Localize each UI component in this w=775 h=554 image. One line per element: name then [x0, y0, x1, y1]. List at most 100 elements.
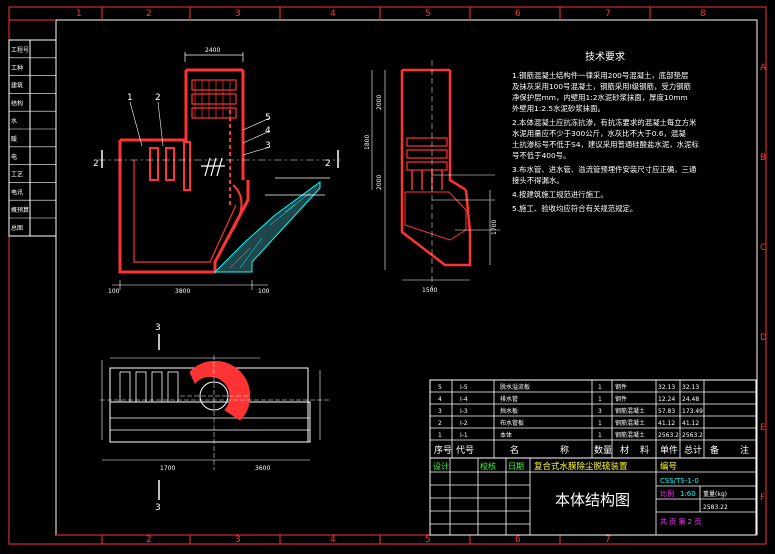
ruler-right-label: D [760, 333, 767, 343]
tech-line: 外壁用1:2.5水泥砂浆抹面。 [512, 104, 605, 113]
tech-line: 2.本体混凝土应抗冻抗渗，有抗冻要求的混凝土每立方米 [512, 118, 697, 127]
dimension-text: 2000 [376, 175, 383, 190]
part-callout: 2 [155, 93, 161, 103]
sign-row-label: 电讯 [11, 188, 23, 196]
bom-cell: I-5 [460, 384, 468, 391]
bom-cell: 2563.2 [682, 432, 703, 439]
bom-header-cell: 材 [620, 444, 629, 456]
ruler-top-label: 8 [700, 9, 706, 19]
sign-row-label: 结构 [11, 99, 23, 107]
bom-cell: I-1 [460, 432, 468, 439]
dimension-text: 2000 [376, 95, 383, 110]
top-ruler [9, 7, 651, 21]
part-callout: 3 [265, 141, 271, 151]
ruler-top-label: 1 [76, 9, 82, 19]
part-callout: 4 [265, 126, 271, 136]
drawing-title: 本体结构图 [555, 491, 630, 509]
drawing-no-label: 编号 [660, 461, 677, 472]
section-cut-mark: 2 [93, 159, 99, 169]
bom-cell: 57.83 [658, 408, 675, 415]
bom-cell: 32.13 [682, 384, 699, 391]
tech-line: 土抗渗标号不低于S4，建议采用普通硅酸盐水泥，水泥标 [512, 140, 699, 149]
sign-row-label: 概预算 [11, 206, 29, 214]
ruler-right-label: B [760, 153, 766, 163]
sign-row-label: 建筑 [11, 82, 23, 90]
dimension-text: 1500 [422, 287, 437, 294]
bom-header-cell: 注 [740, 444, 749, 456]
bom-cell: 排水管 [500, 395, 518, 403]
sign-row-label: 总图 [11, 224, 23, 232]
bom-cell: 钢筋混凝土 [615, 407, 645, 415]
tech-line: 4.按建筑施工规范进行施工。 [512, 190, 608, 199]
bom-table [429, 379, 757, 459]
ruler-bottom-label: 7 [605, 535, 611, 545]
section-cut-mark: 3 [155, 323, 161, 333]
bom-cell: 1 [438, 432, 442, 439]
dimension-text: 2400 [205, 47, 220, 54]
bom-cell: 2563.2 [658, 432, 679, 439]
project-name: 复合式水膜除尘脱硫装置 [534, 461, 628, 472]
title-row-label: 设计 [433, 461, 449, 471]
tech-title: 技术要求 [585, 50, 625, 63]
dimension-text: 3800 [175, 288, 190, 295]
dimension-text: 100 [108, 288, 120, 295]
ruler-top-label: 2 [146, 9, 152, 19]
sign-row-label: 暖 [11, 135, 17, 143]
bom-header-cell: 备 [710, 444, 719, 456]
dimension-text: 1700 [160, 465, 175, 472]
weight-label: 重量(kg) [703, 490, 727, 498]
tech-line: 5.施工、验收均应符合有关规范规定。 [512, 204, 637, 213]
section-cut-mark: 3 [155, 503, 161, 513]
ruler-top-label: 6 [515, 9, 521, 19]
tech-line: 1.钢筋混凝土结构件一律采用200号混凝土，底部垫层 [512, 71, 688, 80]
plan-view [100, 334, 330, 500]
ruler-bottom-label: 3 [235, 535, 241, 545]
bom-header-cell: 代号 [456, 445, 474, 456]
bom-cell: 脱水溢流板 [500, 383, 530, 391]
bom-header-cell: 总计 [684, 444, 702, 456]
ruler-bottom-label: 2 [146, 535, 152, 545]
bom-cell: 3 [598, 408, 602, 415]
dimension-text: 3600 [255, 465, 270, 472]
bom-cell: 钢件 [615, 383, 627, 391]
bom-cell: 4 [438, 396, 442, 403]
bom-cell: 3 [438, 408, 442, 415]
bom-cell: 2 [438, 420, 442, 427]
weight-value: 2583.22 [703, 504, 728, 511]
scale-value: 1:60 [680, 490, 696, 498]
tech-line: 接头不得漏水。 [512, 176, 564, 185]
bom-cell: 5 [438, 384, 442, 391]
title-row-label: 日期 [508, 462, 524, 471]
sign-row-label: 工种 [11, 64, 23, 72]
tech-line: 3.布水管、进水管、溢流管预埋件安装尺寸应正确，三通 [512, 165, 697, 174]
ruler-top-label: 3 [235, 9, 241, 19]
section-view [98, 52, 340, 290]
sign-row-label: 电 [11, 153, 17, 161]
tech-line: 号不低于400号。 [512, 151, 570, 160]
bom-cell: 1 [598, 432, 602, 439]
bom-cell: 1 [598, 396, 602, 403]
bom-cell: 挡水板 [500, 407, 518, 415]
tech-line: 净保护层mm，内壁用1:2水泥砂浆抹面，厚度10mm [512, 93, 688, 102]
outer-border [8, 6, 767, 545]
part-callout: 5 [265, 113, 271, 123]
ruler-right-label: C [760, 243, 766, 253]
sheet-number: 共 页 第 2 页 [660, 517, 701, 526]
bom-cell: 32.13 [658, 384, 675, 391]
bom-cell: 12.24 [658, 396, 675, 403]
bom-cell: 41.12 [682, 420, 699, 427]
bom-cell: 41.12 [658, 420, 675, 427]
bom-cell: I-2 [460, 420, 468, 427]
ruler-top-label: 5 [425, 9, 431, 19]
dimension-text: 1700 [491, 220, 498, 235]
bom-cell: I-3 [460, 408, 468, 415]
ruler-bottom-label: 6 [515, 535, 521, 545]
tech-line: 水泥用量应不少于300公斤，水灰比不大于0.6，混凝 [512, 129, 686, 138]
bom-cell: 布水管板 [500, 419, 524, 427]
bom-cell: 1 [598, 420, 602, 427]
bom-header-cell: 料 [640, 444, 649, 456]
title-block [429, 457, 757, 536]
bom-header-cell: 序号 [434, 444, 452, 456]
bom-header-cell: 数量 [594, 444, 612, 456]
